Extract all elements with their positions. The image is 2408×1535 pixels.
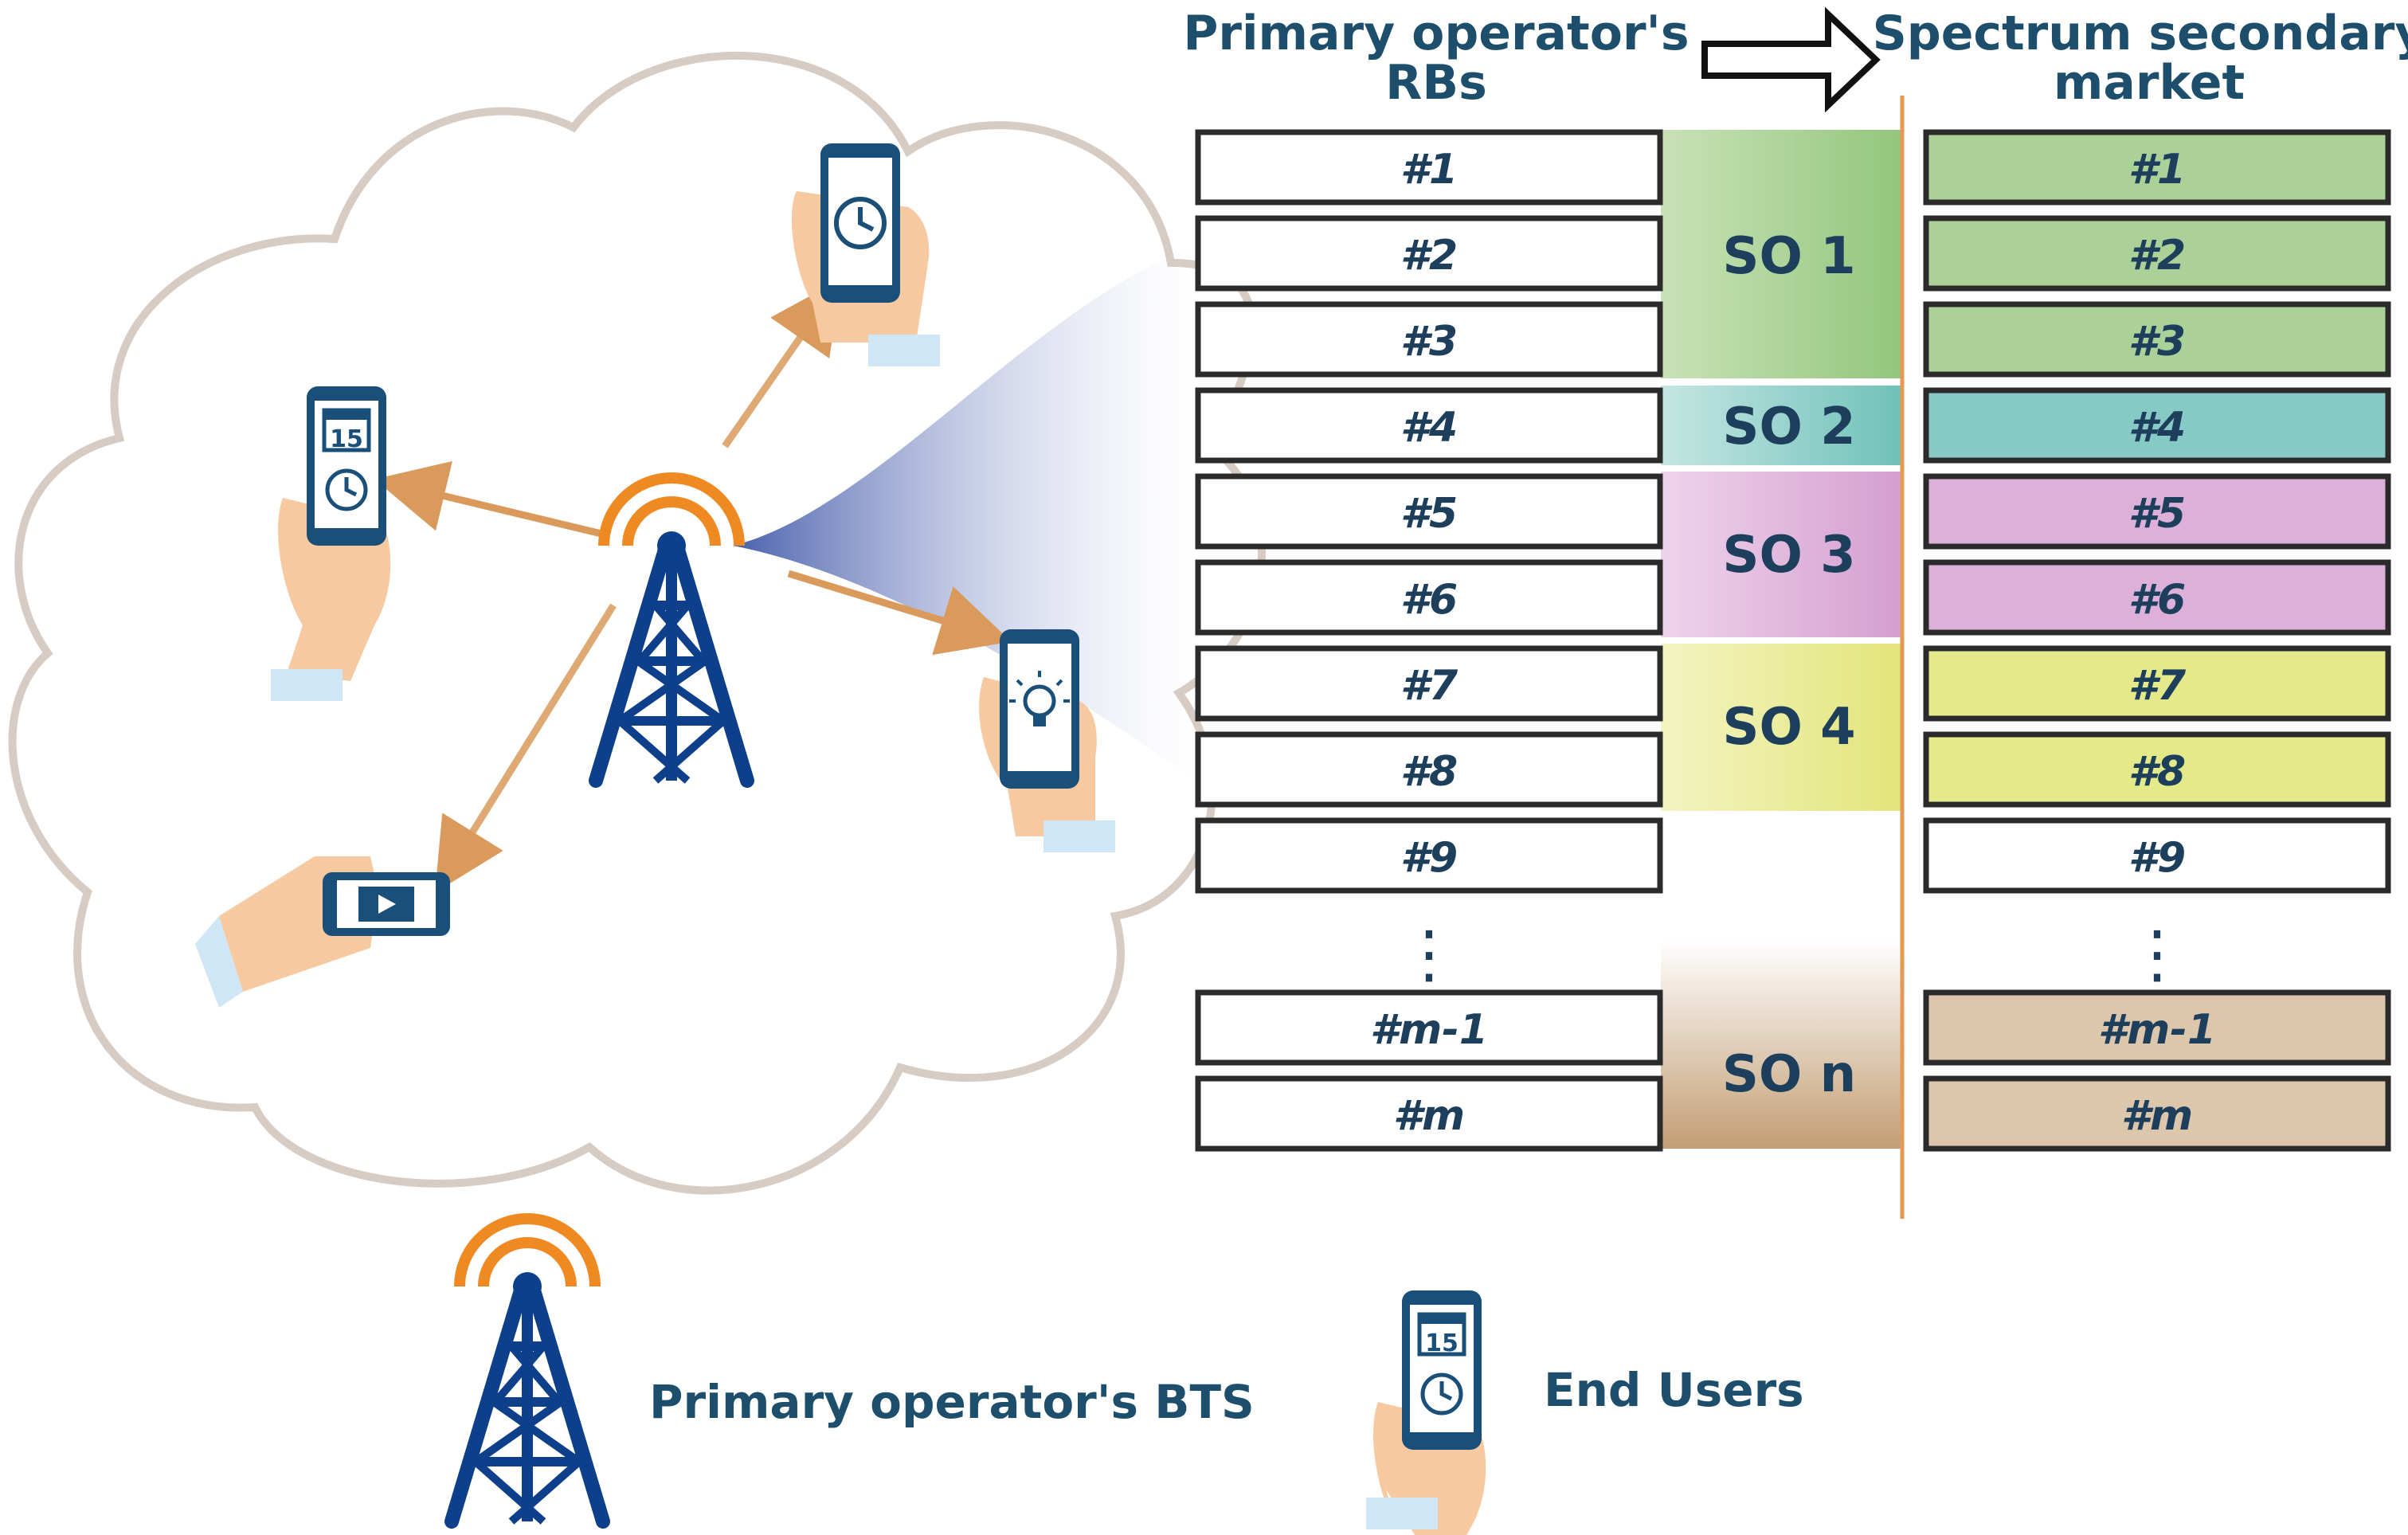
rb-primary-label: #m <box>1393 1092 1465 1140</box>
secondary-market-header-line2: market <box>2054 55 2245 111</box>
so3-label: SO 3 <box>1722 526 1855 585</box>
rb-market-m-1: #m-1 <box>1923 989 2391 1066</box>
so1-band <box>1661 130 1902 378</box>
rb-market-label: #2 <box>2128 232 2186 280</box>
bts-user-links <box>374 279 1012 893</box>
rb-market-label: #3 <box>2128 318 2186 366</box>
phone-clock-icon <box>791 143 940 366</box>
rb-market-label: #m-1 <box>2098 1006 2216 1054</box>
rb-market-6: #6 <box>1923 559 2391 636</box>
primary-rbs-header-line1: Primary operator's <box>1183 6 1689 61</box>
rb-market-label: #1 <box>2128 146 2186 194</box>
rb-primary-label: #6 <box>1400 576 1458 624</box>
so1-label: SO 1 <box>1722 227 1855 286</box>
phone-calendar-icon: 15 <box>271 386 391 701</box>
rb-primary-4: #4 <box>1195 387 1663 464</box>
rb-market-label: #6 <box>2128 576 2186 624</box>
rb-primary-m-1: #m-1 <box>1195 989 1663 1066</box>
phone-video-icon <box>195 856 450 1008</box>
so2-label: SO 2 <box>1722 397 1855 456</box>
legend-bts-tower-icon <box>452 1219 603 1521</box>
rb-market-ellipsis: ⋮ <box>2125 917 2189 991</box>
rb-primary-label: #5 <box>1400 490 1458 538</box>
rb-market-label: #m <box>2121 1092 2193 1140</box>
hollow-right-arrow-icon <box>1701 6 1881 113</box>
rb-primary-label: #2 <box>1400 232 1458 280</box>
rb-market-label: #9 <box>2128 834 2186 882</box>
primary-rb-list: #1 #2 #3 #4 #5 #6 #7 #8 #9 ⋮ #m-1 #m <box>1195 129 1663 1152</box>
rb-primary-7: #7 <box>1195 645 1663 722</box>
rb-market-3: #3 <box>1923 301 2391 378</box>
rb-primary-9: #9 <box>1195 817 1663 894</box>
rb-primary-label: #4 <box>1400 404 1458 452</box>
son-label: SO n <box>1722 1045 1856 1104</box>
rb-market-label: #7 <box>2128 662 2187 710</box>
rb-primary-ellipsis: ⋮ <box>1397 917 1461 991</box>
phone-lightbulb-icon <box>979 629 1115 852</box>
rb-market-8: #8 <box>1923 731 2391 808</box>
so4-band <box>1661 644 1902 811</box>
secondary-operator-bands <box>1661 130 1902 1149</box>
legend-end-users-label: End Users <box>1544 1363 1804 1417</box>
so3-band <box>1661 472 1902 637</box>
rb-market-label: #4 <box>2128 404 2186 452</box>
legend-end-user-phone-icon: 15 <box>1366 1290 1486 1535</box>
legend-bts-label: Primary operator's BTS <box>649 1375 1255 1429</box>
rb-market-2: #2 <box>1923 215 2391 292</box>
rb-primary-label: #3 <box>1400 318 1458 366</box>
rb-primary-8: #8 <box>1195 731 1663 808</box>
rb-primary-m: #m <box>1195 1075 1663 1152</box>
rb-market-7: #7 <box>1923 645 2391 722</box>
rb-primary-2: #2 <box>1195 215 1663 292</box>
secondary-market-header-line1: Spectrum secondary <box>1873 6 2408 61</box>
so2-band <box>1661 386 1902 465</box>
secondary-market-rb-list: #1 #2 #3 #4 #5 #6 #7 #8 #9 ⋮ #m-1 #m <box>1923 129 2391 1152</box>
so4-label: SO 4 <box>1722 698 1855 757</box>
rb-primary-label: #1 <box>1400 146 1458 194</box>
rb-market-5: #5 <box>1923 473 2391 550</box>
rb-market-9: #9 <box>1923 817 2391 894</box>
phone-calendar-date: 15 <box>330 425 363 453</box>
rb-primary-label: #9 <box>1400 834 1458 882</box>
legend: Primary operator's BTS 15 End Users <box>452 1219 1804 1535</box>
rb-market-4: #4 <box>1923 387 2391 464</box>
rb-market-label: #5 <box>2128 490 2186 538</box>
primary-rbs-header-line2: RBs <box>1385 55 1487 111</box>
rb-market-m: #m <box>1923 1075 2391 1152</box>
rb-primary-6: #6 <box>1195 559 1663 636</box>
rb-primary-label: #8 <box>1400 748 1458 796</box>
rb-primary-label: #m-1 <box>1370 1006 1488 1054</box>
rb-primary-label: #7 <box>1400 662 1459 710</box>
rb-market-1: #1 <box>1923 129 2391 206</box>
rb-primary-3: #3 <box>1195 301 1663 378</box>
legend-phone-date: 15 <box>1425 1329 1459 1357</box>
rb-primary-5: #5 <box>1195 473 1663 550</box>
son-band <box>1661 940 1902 1149</box>
rb-primary-1: #1 <box>1195 129 1663 206</box>
rb-market-label: #8 <box>2128 748 2186 796</box>
